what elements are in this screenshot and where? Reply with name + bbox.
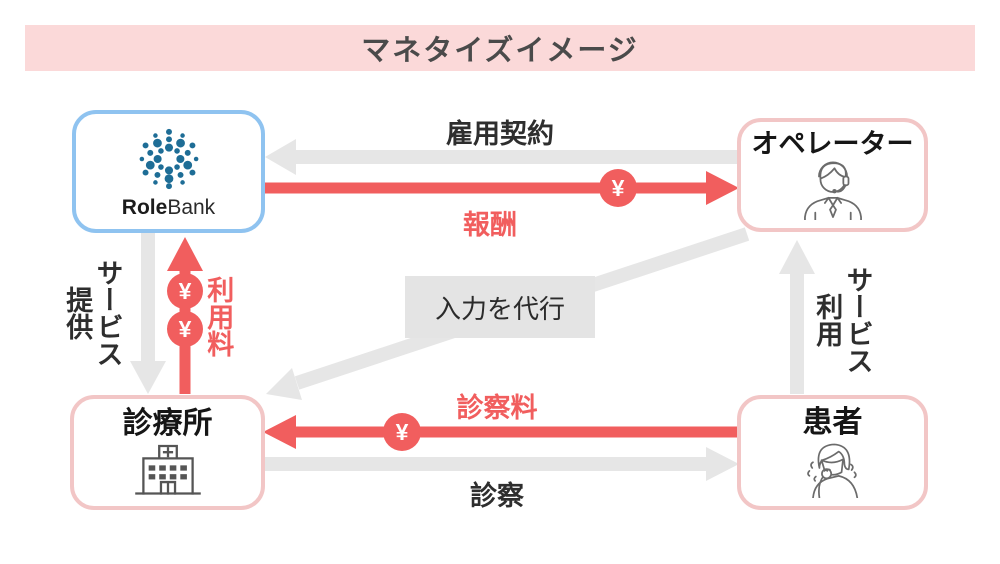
rolebank-logo-icon bbox=[139, 128, 198, 189]
service-use-arrow bbox=[779, 240, 815, 394]
employment-arrow bbox=[265, 139, 737, 175]
title-banner: マネタイズイメージ bbox=[25, 25, 975, 71]
patient-label: 患者 bbox=[802, 405, 863, 439]
employment-label: 雇用契約 bbox=[446, 119, 554, 149]
node-rolebank: RoleBank bbox=[72, 110, 265, 233]
consult-arrow bbox=[265, 447, 739, 481]
service-provide-arrow bbox=[130, 233, 166, 394]
rolebank-brand-bold: Role bbox=[121, 195, 168, 219]
node-clinic: 診療所 bbox=[70, 395, 265, 510]
node-operator: オペレーター bbox=[737, 118, 928, 232]
usage-fee-yen-badge-2: ¥ bbox=[167, 311, 203, 347]
usage-fee-label: 利用料 bbox=[203, 275, 234, 357]
page-title: マネタイズイメージ bbox=[361, 35, 639, 67]
service-provide-label: サービス 提供 bbox=[62, 259, 123, 367]
rolebank-brand-light: Bank bbox=[167, 195, 216, 219]
clinic-label: 診療所 bbox=[122, 406, 213, 440]
consult-fee-label: 診察料 bbox=[456, 393, 538, 423]
reward-yen-badge: ¥ bbox=[599, 169, 637, 207]
proxy-input-label-box: 入力を代行 bbox=[405, 276, 595, 338]
consult-fee-yen-badge: ¥ bbox=[383, 413, 421, 451]
operator-headset-icon bbox=[803, 161, 862, 221]
consult-label: 診察 bbox=[470, 481, 524, 511]
consult-fee-arrow bbox=[263, 415, 737, 449]
node-patient: 患者 bbox=[737, 395, 928, 510]
proxy-input-label: 入力を代行 bbox=[434, 293, 565, 324]
reward-arrow bbox=[265, 171, 739, 205]
usage-fee-yen-badge-1: ¥ bbox=[167, 273, 203, 309]
patient-mask-icon bbox=[806, 443, 858, 499]
reward-label: 報酬 bbox=[463, 210, 517, 240]
operator-label: オペレーター bbox=[751, 128, 914, 159]
hospital-icon bbox=[134, 445, 201, 495]
service-use-label: サービス 利用 bbox=[812, 266, 873, 374]
rolebank-brand: RoleBank bbox=[122, 196, 215, 220]
